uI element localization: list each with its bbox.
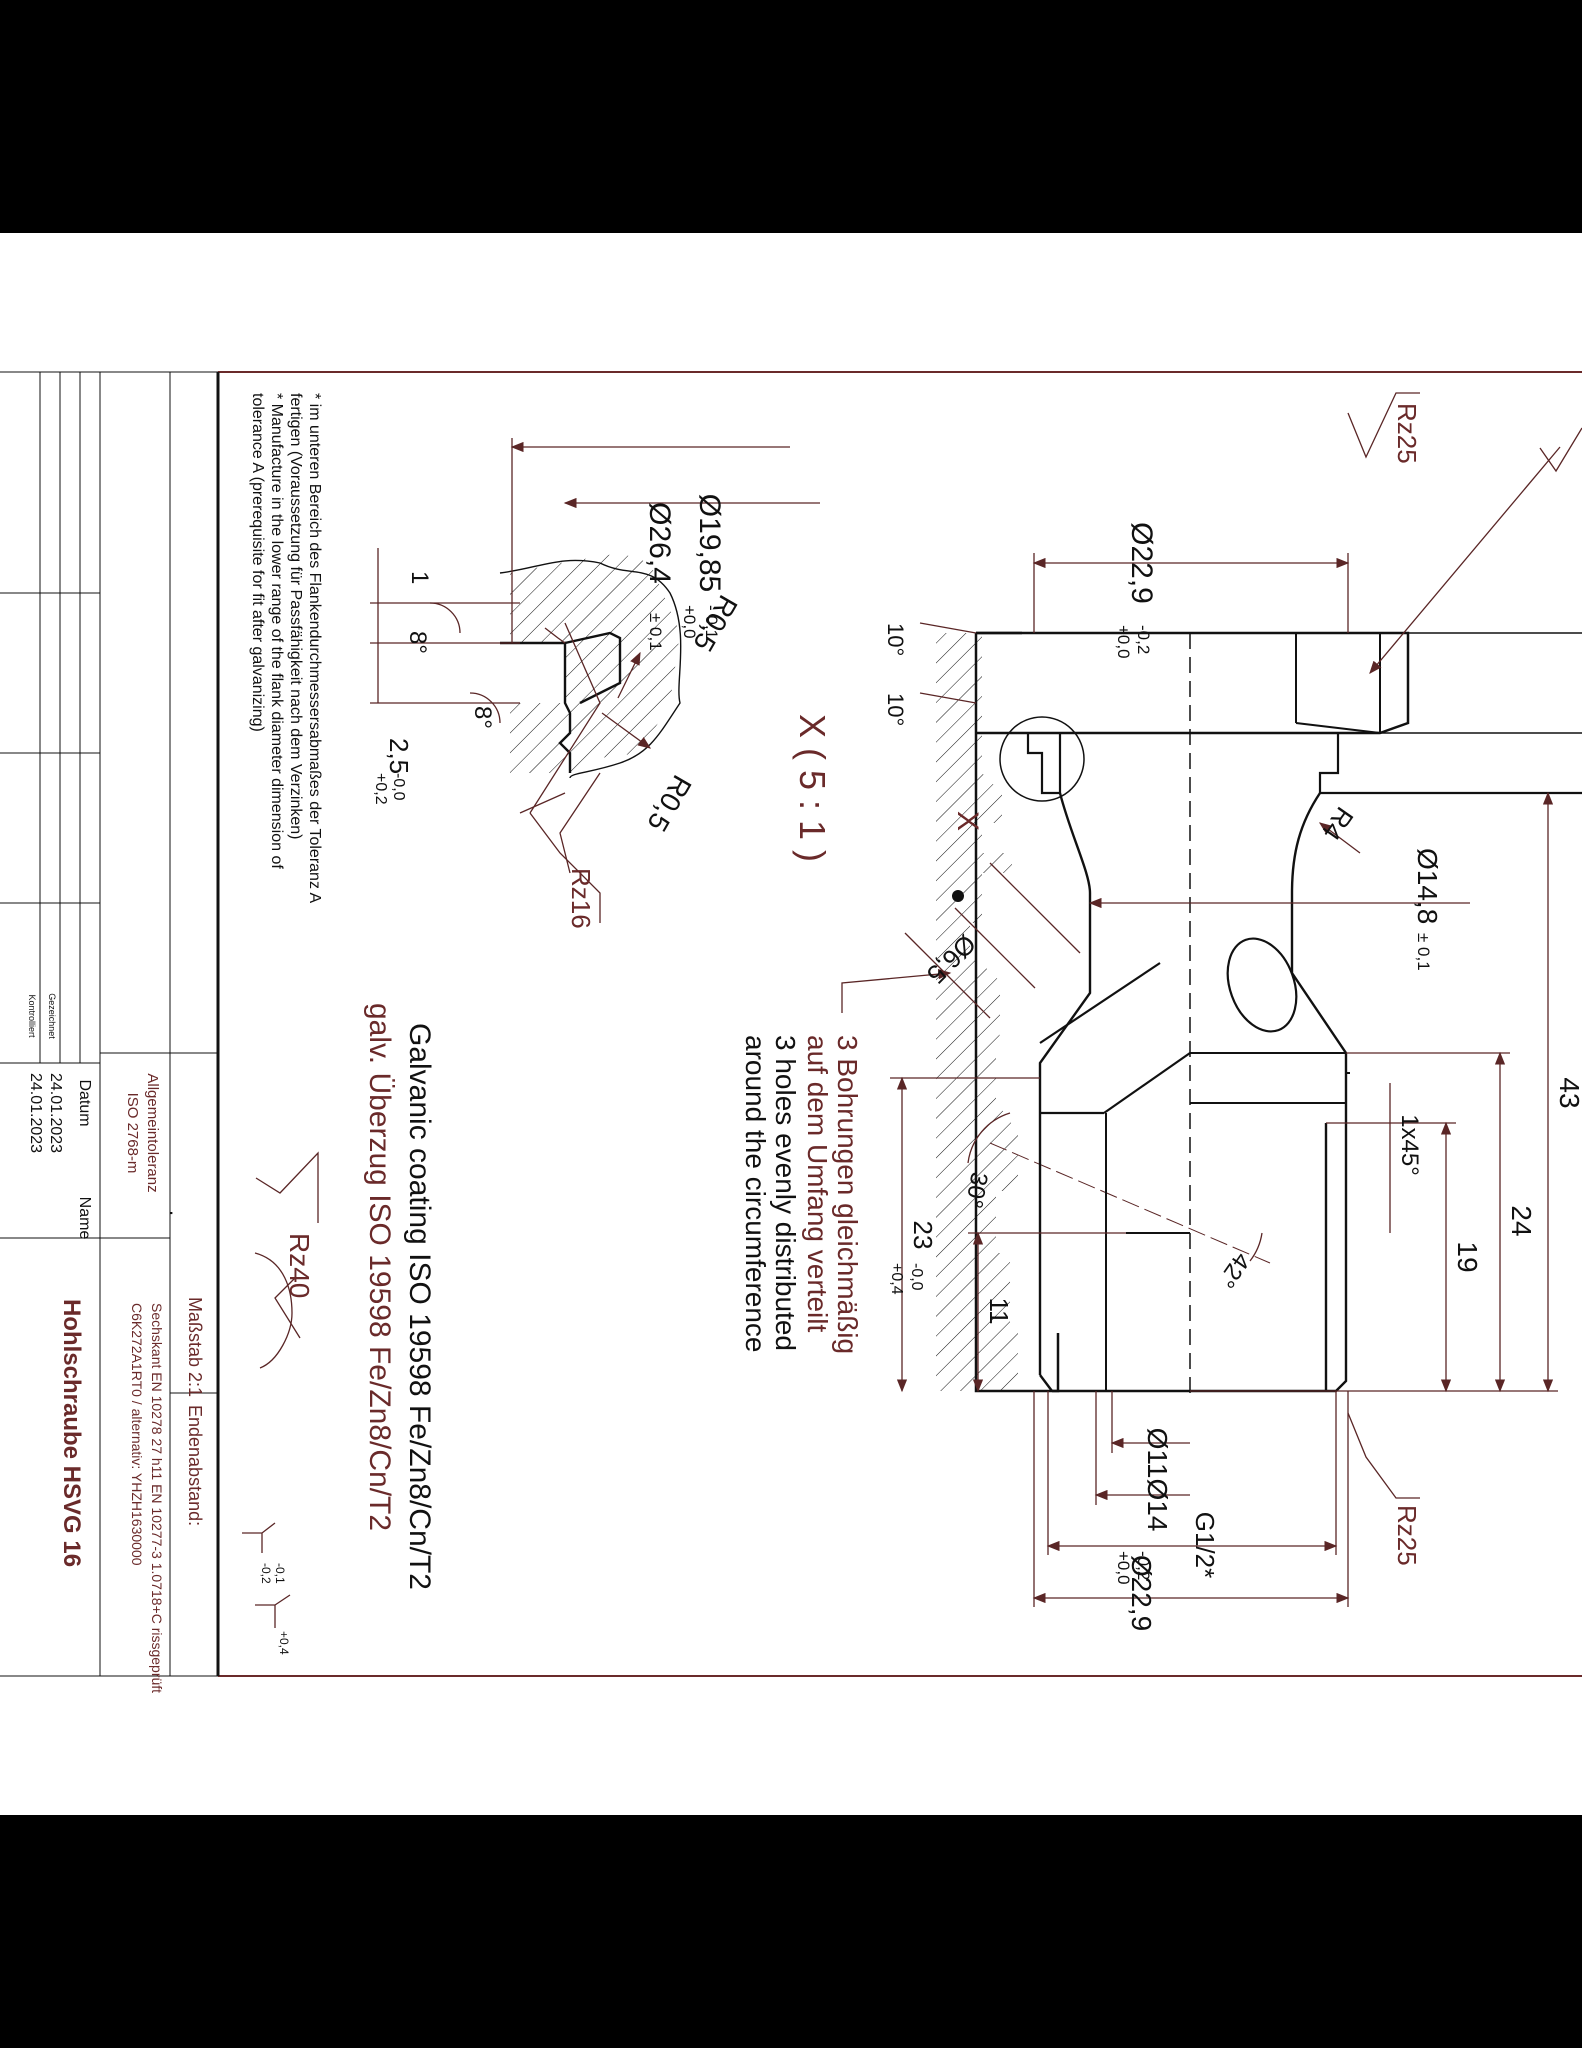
svg-text:10°: 10° (883, 693, 908, 726)
general-tolerance-label: Allgemeintoleranz (144, 1073, 161, 1192)
svg-text:tolerance A (prerequisite for: tolerance A (prerequisite for fit after … (249, 393, 266, 732)
svg-text:19: 19 (1452, 1241, 1483, 1272)
svg-text:Ø14: Ø14 (1142, 1479, 1173, 1532)
svg-text:* Manufacture in the lower ran: * Manufacture in the lower range of the … (268, 393, 285, 869)
drawing-frame (216, 371, 1582, 1677)
svg-text:+0,0: +0,0 (1114, 625, 1133, 659)
name-dot: · (160, 1209, 185, 1216)
detail-x-view: X ( 5 : 1 ) Ø26,4 ± 0,1 Ø19,85 +0,0 - 0,… (370, 438, 833, 929)
svg-text:-0,0: -0,0 (390, 773, 407, 801)
datum-header: Datum (76, 1079, 93, 1126)
svg-text:galv. Überzug ISO 19598 Fe/Zn8: galv. Überzug ISO 19598 Fe/Zn8/Cn/T2 (363, 1003, 396, 1531)
svg-text:23: 23 (908, 1221, 938, 1250)
svg-text:-0,0: -0,0 (908, 1263, 925, 1291)
svg-text:-0,1: -0,1 (273, 1563, 287, 1584)
iso-label: ISO 2768-m (124, 1093, 141, 1174)
svg-text:Rz25: Rz25 (1392, 403, 1422, 464)
svg-text:+0,2: +0,2 (372, 773, 389, 805)
cross-hole (1226, 937, 1298, 1033)
svg-text:X: X (951, 811, 984, 831)
svg-text:fertigen (Voraussetzung für Pa: fertigen (Voraussetzung für Passfähigkei… (287, 393, 304, 839)
material-line-1: Sechskant EN 10278 27 h11 EN 10277-3 1.0… (149, 1303, 165, 1693)
svg-text:24: 24 (1506, 1205, 1537, 1236)
svg-text:8°: 8° (469, 706, 496, 729)
endenabstand-label: Endenabstand: (185, 1405, 205, 1526)
dim-d22-9-top: Ø22,9 (1125, 522, 1158, 604)
scale-label: Maßstab 2:1 (185, 1297, 205, 1397)
svg-text:1x45°: 1x45° (1396, 1114, 1423, 1176)
svg-text:+0,0: +0,0 (1114, 1551, 1133, 1585)
svg-text:* im unteren Bereich des Flank: * im unteren Bereich des Flankendurchmes… (306, 393, 323, 904)
svg-text:30°: 30° (960, 1170, 993, 1210)
title-block: Allgemeintoleranz ISO 2768-m Datum Name … (0, 371, 218, 1693)
svg-text:R0,5: R0,5 (641, 770, 697, 837)
svg-text:± 0,1: ± 0,1 (1414, 933, 1433, 971)
svg-text:3 holes evenly distributed: 3 holes evenly distributed (770, 1035, 801, 1351)
svg-text:-0,2: -0,2 (1134, 625, 1153, 654)
dimension-lines (841, 446, 1561, 1607)
svg-text:10°: 10° (883, 623, 908, 656)
svg-text:auf dem Umfang verteilt: auf dem Umfang verteilt (802, 1035, 833, 1332)
svg-text:Ø22,9: Ø22,9 (1126, 1555, 1157, 1631)
svg-text:Ø14,8: Ø14,8 (1412, 848, 1443, 924)
svg-text:Ø26,4: Ø26,4 (643, 502, 676, 584)
surface-symbols (1347, 392, 1582, 1499)
svg-text:+0,0: +0,0 (680, 605, 699, 639)
svg-text:± 0,1: ± 0,1 (646, 613, 665, 651)
kontrolliert-date: 24.01.2023 (27, 1073, 44, 1153)
detail-hatch (510, 553, 680, 773)
svg-text:- 0,1: - 0,1 (702, 605, 721, 639)
detail-title: X ( 5 : 1 ) (792, 714, 833, 862)
svg-text:8°: 8° (404, 631, 431, 654)
svg-text:G1/2*: G1/2* (1190, 1512, 1220, 1579)
svg-text:Galvanic coating ISO 19598 Fe/: Galvanic coating ISO 19598 Fe/Zn8/Cn/T2 (403, 1023, 436, 1590)
kontrolliert-label: Kontrolliert (27, 994, 37, 1038)
svg-text:R4: R4 (1316, 802, 1360, 846)
svg-text:2,5: 2,5 (384, 738, 414, 774)
hex-head (976, 631, 1410, 735)
svg-text:Ø11: Ø11 (1142, 1428, 1173, 1479)
part-section-view (936, 631, 1582, 1401)
part-title: Hohlschraube HSVG 16 (58, 1299, 85, 1567)
technical-drawing: Allgemeintoleranz ISO 2768-m Datum Name … (0, 371, 1582, 1693)
svg-text:+0,4: +0,4 (888, 1263, 905, 1295)
gezeichnet-date: 24.01.2023 (47, 1073, 64, 1153)
svg-text:3 Bohrungen gleichmäßig: 3 Bohrungen gleichmäßig (832, 1035, 863, 1354)
svg-text:43: 43 (1554, 1077, 1582, 1108)
svg-text:Rz40: Rz40 (284, 1233, 315, 1298)
svg-text:-0,2: -0,2 (1134, 1551, 1153, 1580)
svg-text:Ø22,9: Ø22,9 (1125, 522, 1158, 604)
svg-text:-0,2: -0,2 (259, 1563, 273, 1584)
svg-text:Rz25: Rz25 (1392, 1505, 1422, 1566)
svg-text:Ø19,85: Ø19,85 (693, 494, 726, 592)
drawing-sheet: Allgemeintoleranz ISO 2768-m Datum Name … (0, 233, 1582, 1815)
svg-text:around the circumference: around the circumference (740, 1035, 771, 1353)
svg-text:Rz16: Rz16 (566, 868, 596, 929)
notes: 3 Bohrungen gleichmäßig auf dem Umfang v… (242, 393, 863, 1655)
svg-text:+0,4: +0,4 (277, 1631, 291, 1655)
svg-text:1: 1 (406, 571, 433, 584)
gezeichnet-label: Gezeichnet (47, 993, 57, 1039)
material-line-2: C6K272A1RT0 / alternativ: YHZH1630000 (129, 1303, 145, 1566)
name-header: Name (76, 1197, 93, 1240)
svg-text:11: 11 (984, 1298, 1014, 1325)
